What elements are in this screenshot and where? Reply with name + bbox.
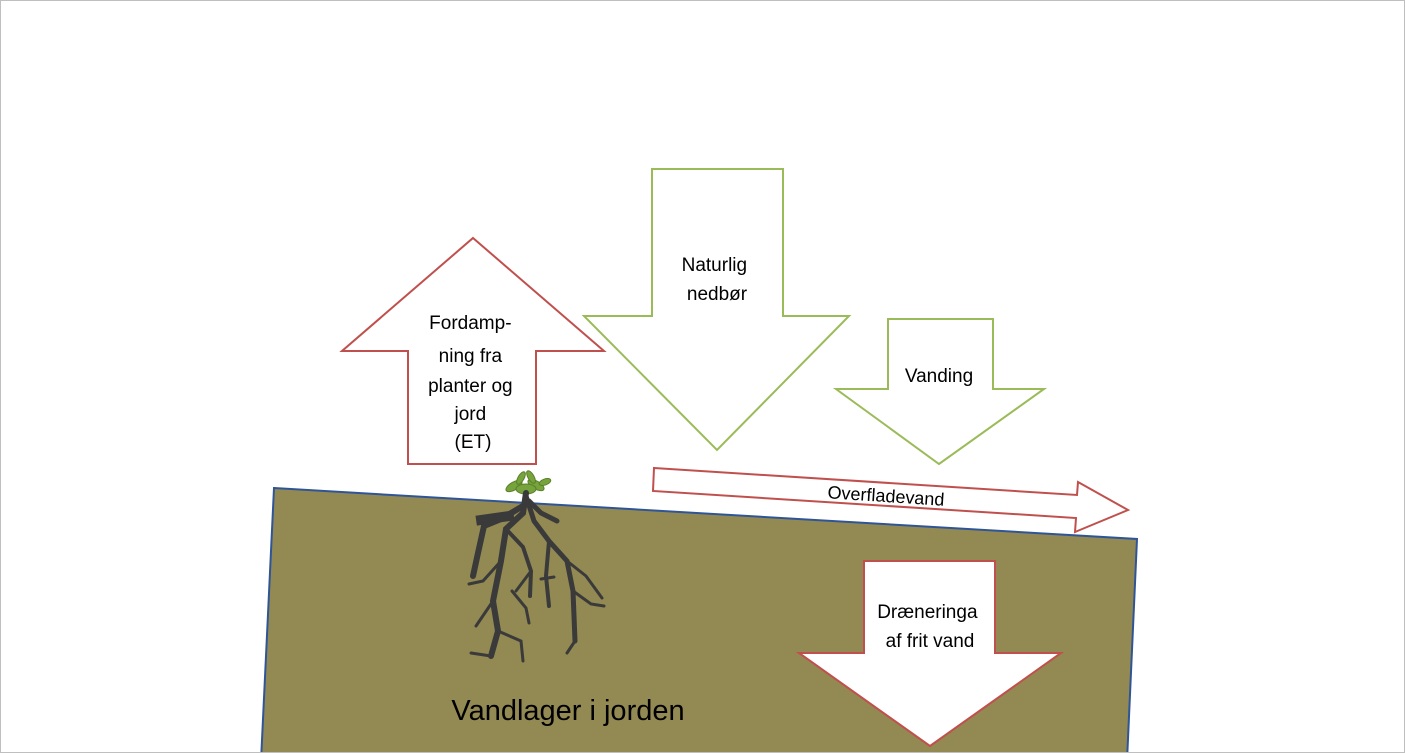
soil-block	[260, 486, 1139, 752]
precipitation-arrow	[581, 168, 852, 452]
evapotranspiration-arrow	[339, 236, 607, 465]
evapotranspiration-label: Fordamp- ning fra planter og jord (ET)	[428, 313, 518, 453]
precipitation-label: Naturlig nedbør	[682, 255, 753, 305]
drainage-label: Dræneringa af frit vand	[877, 602, 983, 652]
soil-storage-label: Vandlager i jorden	[451, 695, 684, 727]
plant-with-roots-icon	[467, 470, 606, 663]
drainage-arrow	[795, 560, 1065, 748]
irrigation-label: Vanding	[905, 366, 973, 387]
runoff-arrow	[651, 466, 1131, 534]
irrigation-arrow	[832, 318, 1048, 466]
